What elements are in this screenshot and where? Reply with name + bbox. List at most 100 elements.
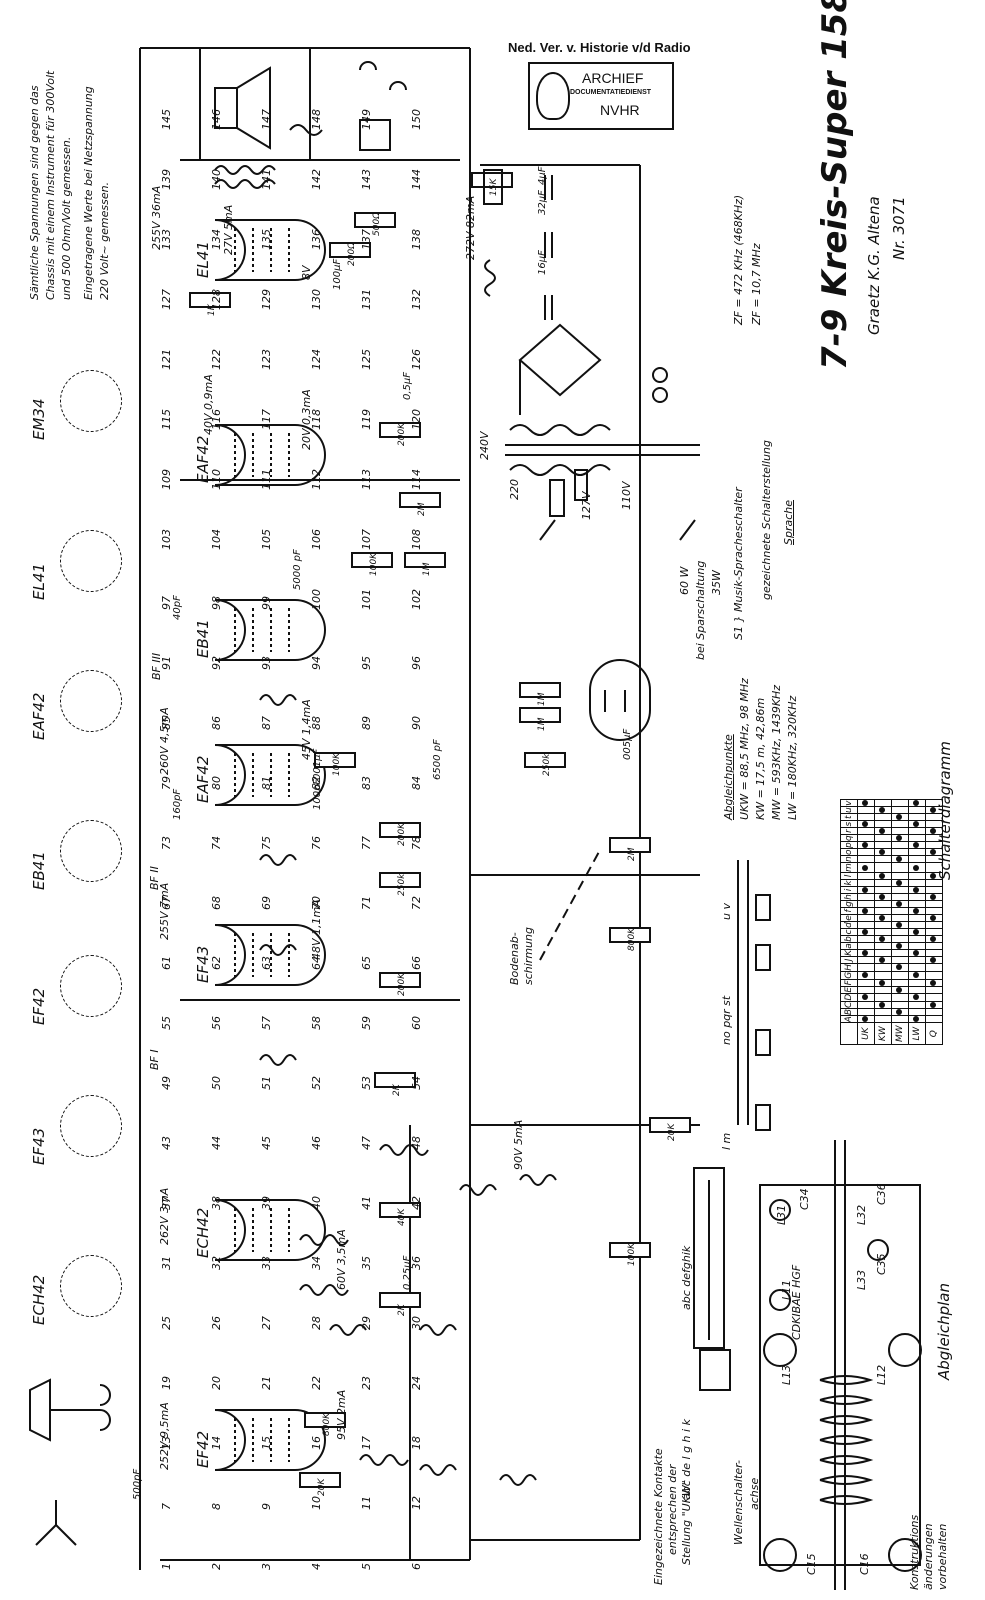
wave-switch-label-1: Wellenschalter-	[732, 1459, 745, 1545]
component-ref-72: 72	[410, 896, 423, 910]
component-ref-105: 105	[260, 529, 273, 550]
switch-col-l: l	[840, 872, 858, 880]
component-ref-95: 95	[360, 656, 373, 670]
component-ref-127: 127	[160, 289, 173, 310]
voltage-48v: 48V 1,1mA	[310, 899, 323, 960]
component-ref-79: 79	[160, 776, 173, 790]
switch-cell	[857, 1001, 875, 1009]
switch-cell	[857, 979, 875, 987]
component-ref-49: 49	[160, 1076, 173, 1090]
switch-col-p: p	[840, 841, 858, 849]
component-ref-106: 106	[310, 529, 323, 550]
em34-tube	[589, 659, 651, 741]
switch-col-C: C	[840, 1001, 858, 1009]
alignment-part-l31: L31	[775, 1205, 788, 1225]
switch-cell	[857, 993, 875, 1002]
resistor-11: 2K	[379, 1292, 421, 1316]
component-ref-3: 3	[260, 1563, 273, 1570]
switch-cell	[874, 1001, 892, 1009]
component-ref-103: 103	[160, 529, 173, 550]
switch-cell	[925, 1008, 943, 1016]
tube-base-pins-em34	[60, 370, 122, 432]
resistor-23: 20K	[649, 1117, 691, 1141]
switch-cell	[891, 928, 909, 936]
switch-cell	[891, 820, 909, 828]
switch-cell	[908, 1001, 926, 1009]
contacts-note-2: entsprechen der	[666, 1464, 679, 1555]
component-ref-135: 135	[260, 229, 273, 250]
switch-cell	[874, 862, 892, 873]
component-ref-46: 46	[310, 1136, 323, 1150]
contact-letters-2: abc de l g h i k	[680, 1419, 693, 1500]
alignment-part-l12: L12	[875, 1365, 888, 1385]
switch-cell	[925, 879, 943, 887]
switch-diagram-title: Schalterdiagramm	[936, 741, 954, 880]
component-ref-18: 18	[410, 1436, 423, 1450]
switch-cell	[874, 799, 892, 807]
capacitor-value-11: 40pF	[172, 595, 183, 620]
switch-col-H: H	[840, 963, 858, 972]
component-ref-63: 63	[260, 956, 273, 970]
ground-shield-label-2: schirmung	[522, 927, 535, 985]
component-ref-141: 141	[260, 169, 273, 190]
switch-cell	[857, 862, 875, 873]
switch-cell	[908, 956, 926, 964]
switch-cell	[891, 949, 909, 957]
tube-name-ef43-4: EF43	[194, 946, 212, 983]
manufacturer: Graetz K.G. Altena	[865, 196, 883, 335]
component-ref-118: 118	[310, 409, 323, 430]
svg-text:20K: 20K	[667, 1123, 677, 1141]
switch-cell	[891, 986, 909, 994]
voltage-60v: 60V 3,5mA	[335, 1229, 348, 1290]
tube-el41-0: EL41	[194, 219, 326, 281]
switch-col-D: D	[840, 993, 858, 1002]
switch-cell	[891, 1008, 909, 1016]
switch-cell	[857, 914, 875, 922]
capacitor-value-3: 4μF	[537, 166, 548, 185]
component-ref-6: 6	[410, 1563, 423, 1570]
tube-name-eb41-2: EB41	[194, 619, 212, 658]
switch-cell	[874, 855, 892, 863]
supply-240v: 240V	[478, 431, 491, 460]
contact-letters-1: abc defghik	[680, 1245, 693, 1310]
component-ref-48: 48	[410, 1136, 423, 1150]
component-ref-29: 29	[360, 1316, 373, 1330]
coil-group	[259, 694, 557, 1486]
component-ref-34: 34	[310, 1256, 323, 1270]
switch-legend-sprache: Sprache	[782, 499, 795, 545]
tube-name-eaf42-3: EAF42	[194, 756, 212, 803]
component-ref-40: 40	[310, 1196, 323, 1210]
switch-cell	[857, 921, 875, 929]
component-ref-115: 115	[160, 409, 173, 430]
switch-cell	[908, 806, 926, 814]
svg-text:2M: 2M	[417, 502, 427, 516]
voltage-el41-cathode: 8V	[300, 265, 313, 280]
component-ref-1: 1	[160, 1563, 173, 1570]
speaker-icon	[199, 48, 407, 160]
note-line-3: und 500 Ohm/Volt gemessen.	[60, 136, 73, 300]
component-ref-42: 42	[410, 1196, 423, 1210]
resistor-18: 1M	[519, 707, 561, 731]
component-ref-92: 92	[210, 656, 223, 670]
tube-eaf42-3: EAF42	[194, 744, 326, 806]
switch-legend-s1s2: S1 } Musik-Spracheschalter	[732, 487, 745, 640]
component-ref-145: 145	[160, 109, 173, 130]
switch-cell	[857, 963, 875, 972]
component-ref-146: 146	[210, 109, 223, 130]
svg-text:800K: 800K	[627, 927, 637, 951]
svg-text:2K: 2K	[392, 1083, 402, 1096]
switch-cell	[908, 893, 926, 901]
component-ref-134: 134	[210, 229, 223, 250]
switch-row-mw: MW	[891, 799, 909, 1045]
tube-name-ech42-5: ECH42	[194, 1208, 212, 1258]
component-ref-70: 70	[310, 896, 323, 910]
switch-col-a: a	[840, 942, 858, 950]
resistor-1: 2M	[399, 492, 441, 516]
switch-cell	[908, 949, 926, 957]
component-ref-62: 62	[210, 956, 223, 970]
component-ref-89: 89	[360, 716, 373, 730]
switch-cell	[874, 872, 892, 880]
component-ref-129: 129	[260, 289, 273, 310]
